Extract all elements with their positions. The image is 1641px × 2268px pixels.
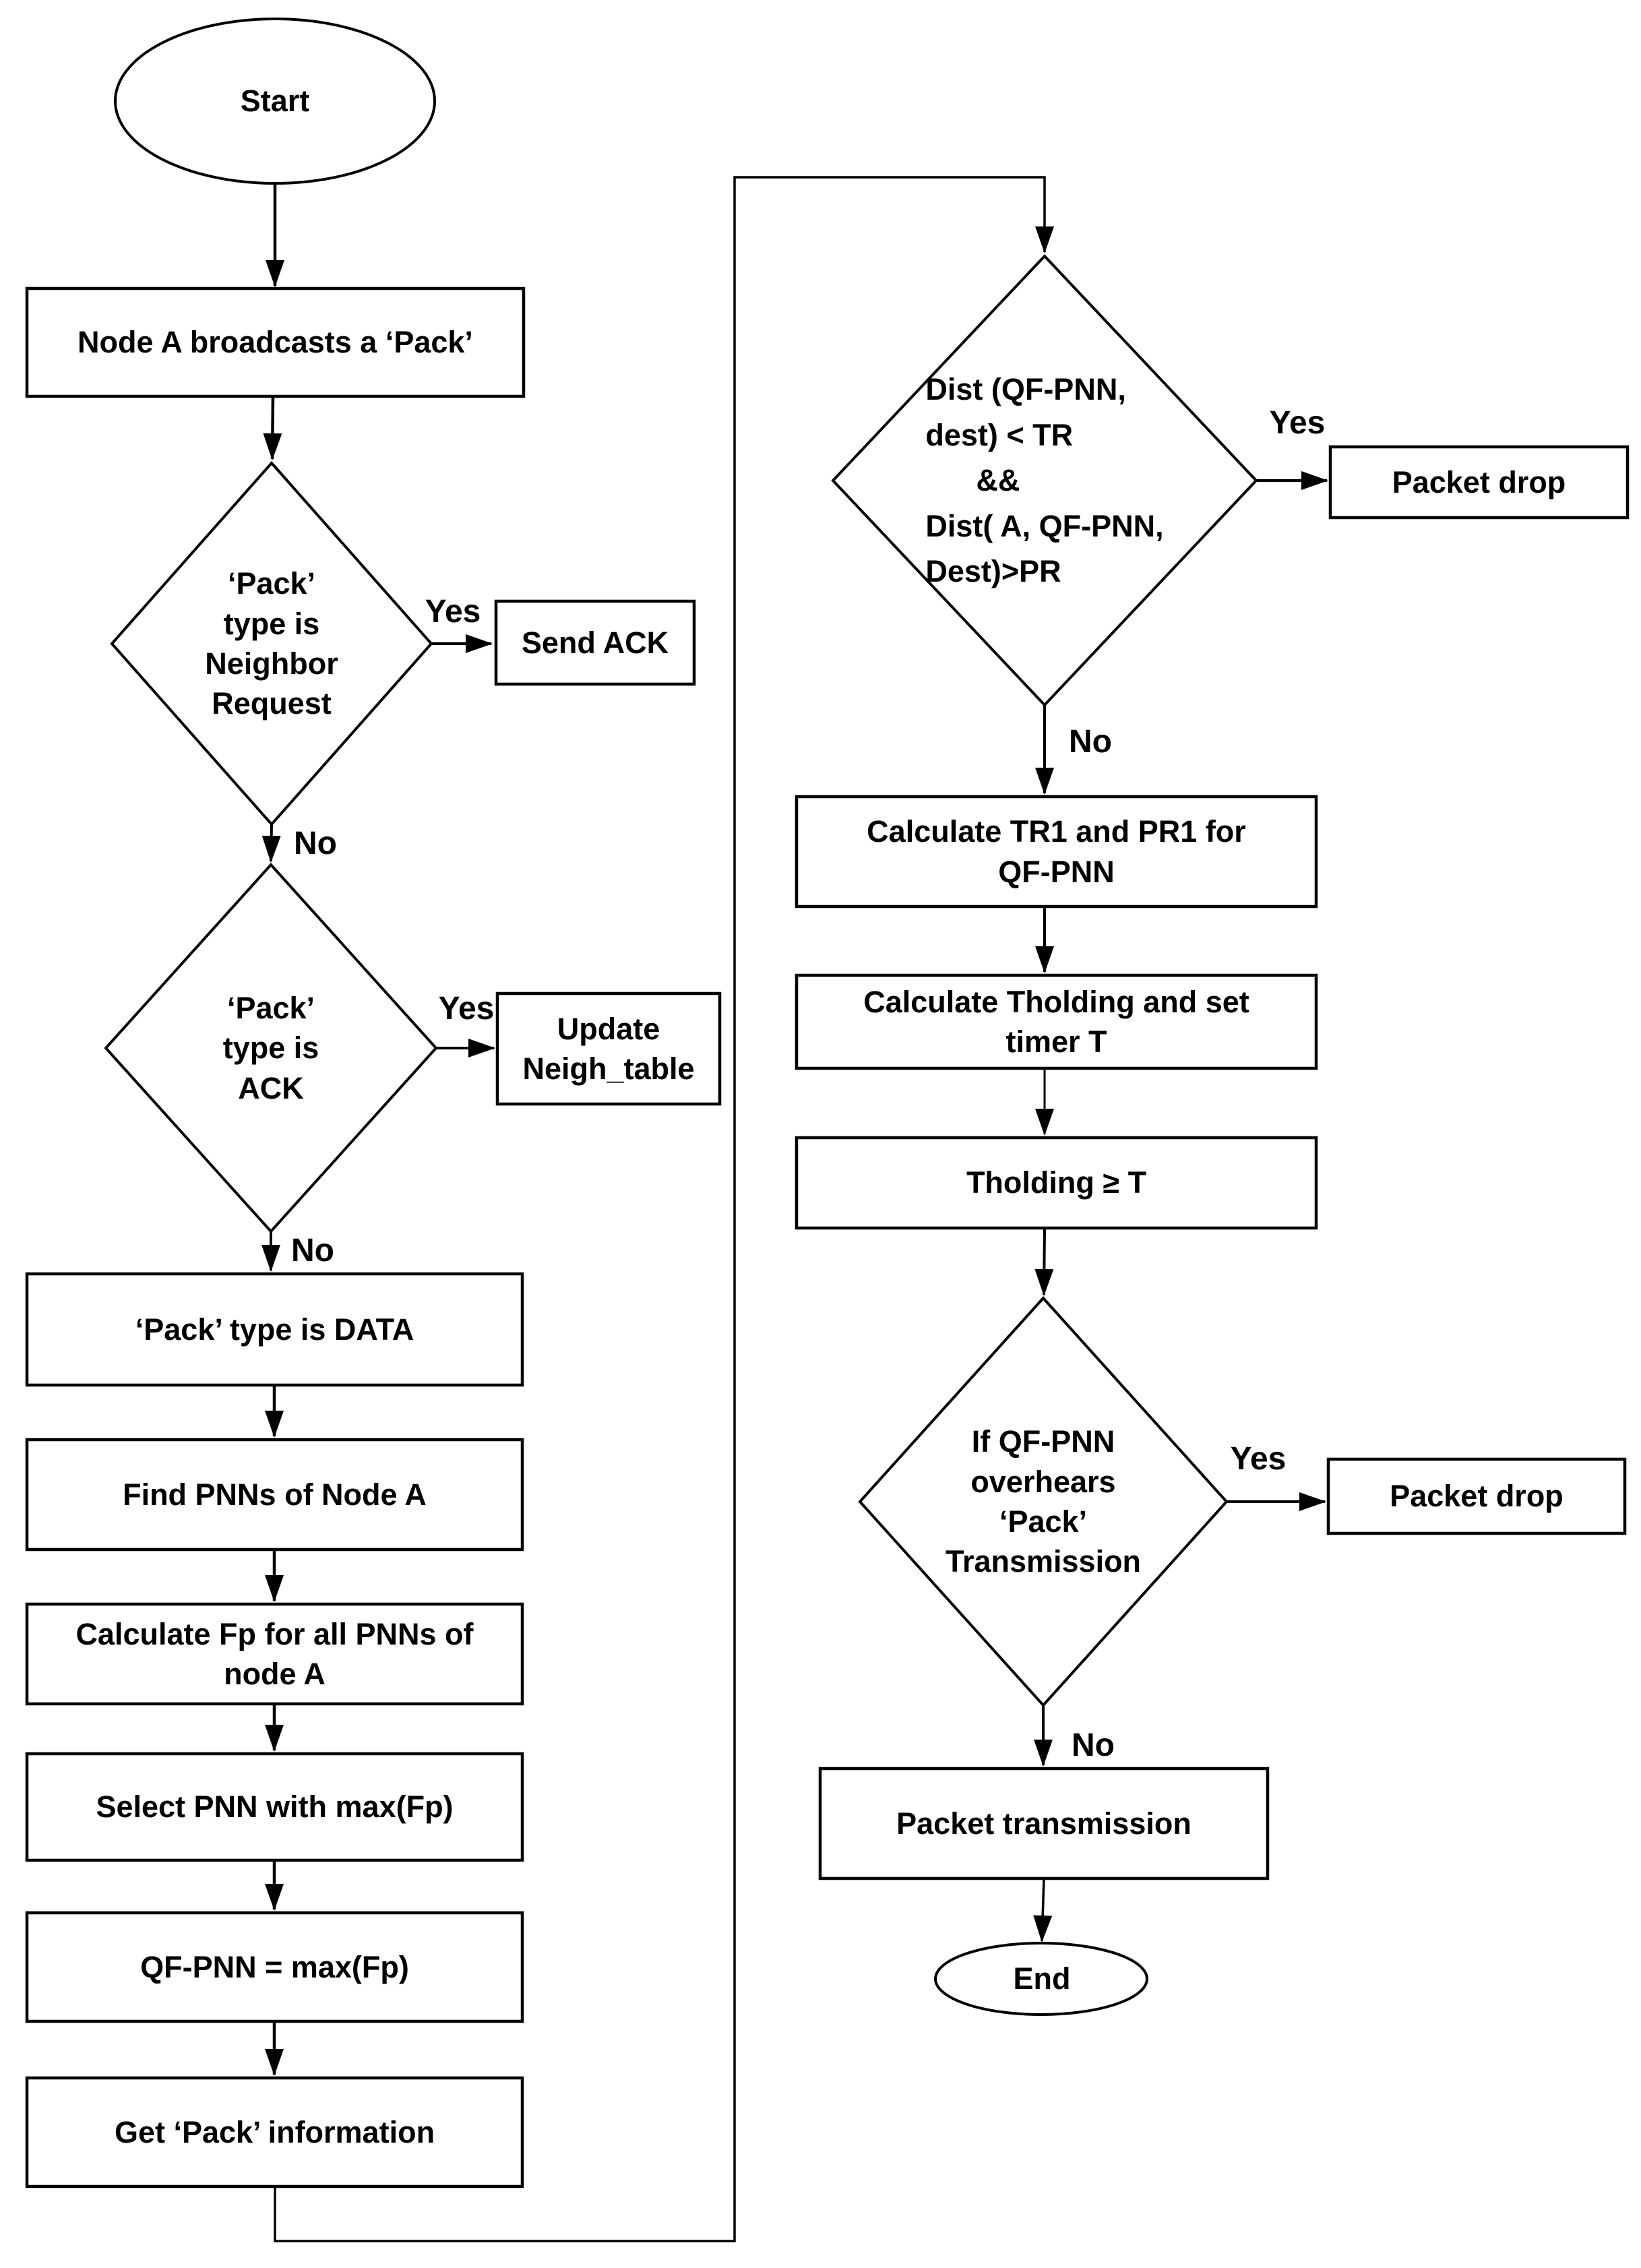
packet-drop-top-box	[1328, 445, 1630, 520]
qf-pnn-box	[25, 1911, 524, 2023]
select-pnn-box	[25, 1752, 524, 1862]
edge-ptx-to-end	[1033, 1878, 1053, 1942]
dist-check-diamond	[831, 254, 1258, 707]
get-pack-info-box	[25, 2076, 524, 2188]
ack-diamond	[104, 863, 438, 1233]
start-terminator	[114, 18, 436, 185]
send-ack-box	[494, 599, 696, 686]
edge-tholding-to-d4	[1034, 1227, 1054, 1296]
end-terminator	[934, 1942, 1148, 2016]
pack-type-data-box	[25, 1272, 524, 1387]
edge-getpack-to-distcheck	[274, 176, 1054, 2242]
calculate-fp-box	[25, 1602, 524, 1706]
calculate-tr1-pr1-box	[795, 795, 1318, 909]
calculate-tholding-box	[795, 973, 1318, 1070]
edge-broadcast-to-d1	[263, 396, 282, 460]
broadcast-box	[25, 286, 526, 398]
packet-transmission-box	[818, 1767, 1270, 1880]
neighbor-request-diamond	[110, 460, 433, 827]
packet-drop-bottom-box	[1326, 1457, 1627, 1535]
find-pnns-box	[25, 1438, 524, 1552]
overhear-check-diamond	[858, 1296, 1229, 1707]
edge-d1-no	[261, 824, 281, 863]
tholding-check-box	[795, 1136, 1318, 1230]
update-neigh-table-box	[495, 991, 722, 1106]
